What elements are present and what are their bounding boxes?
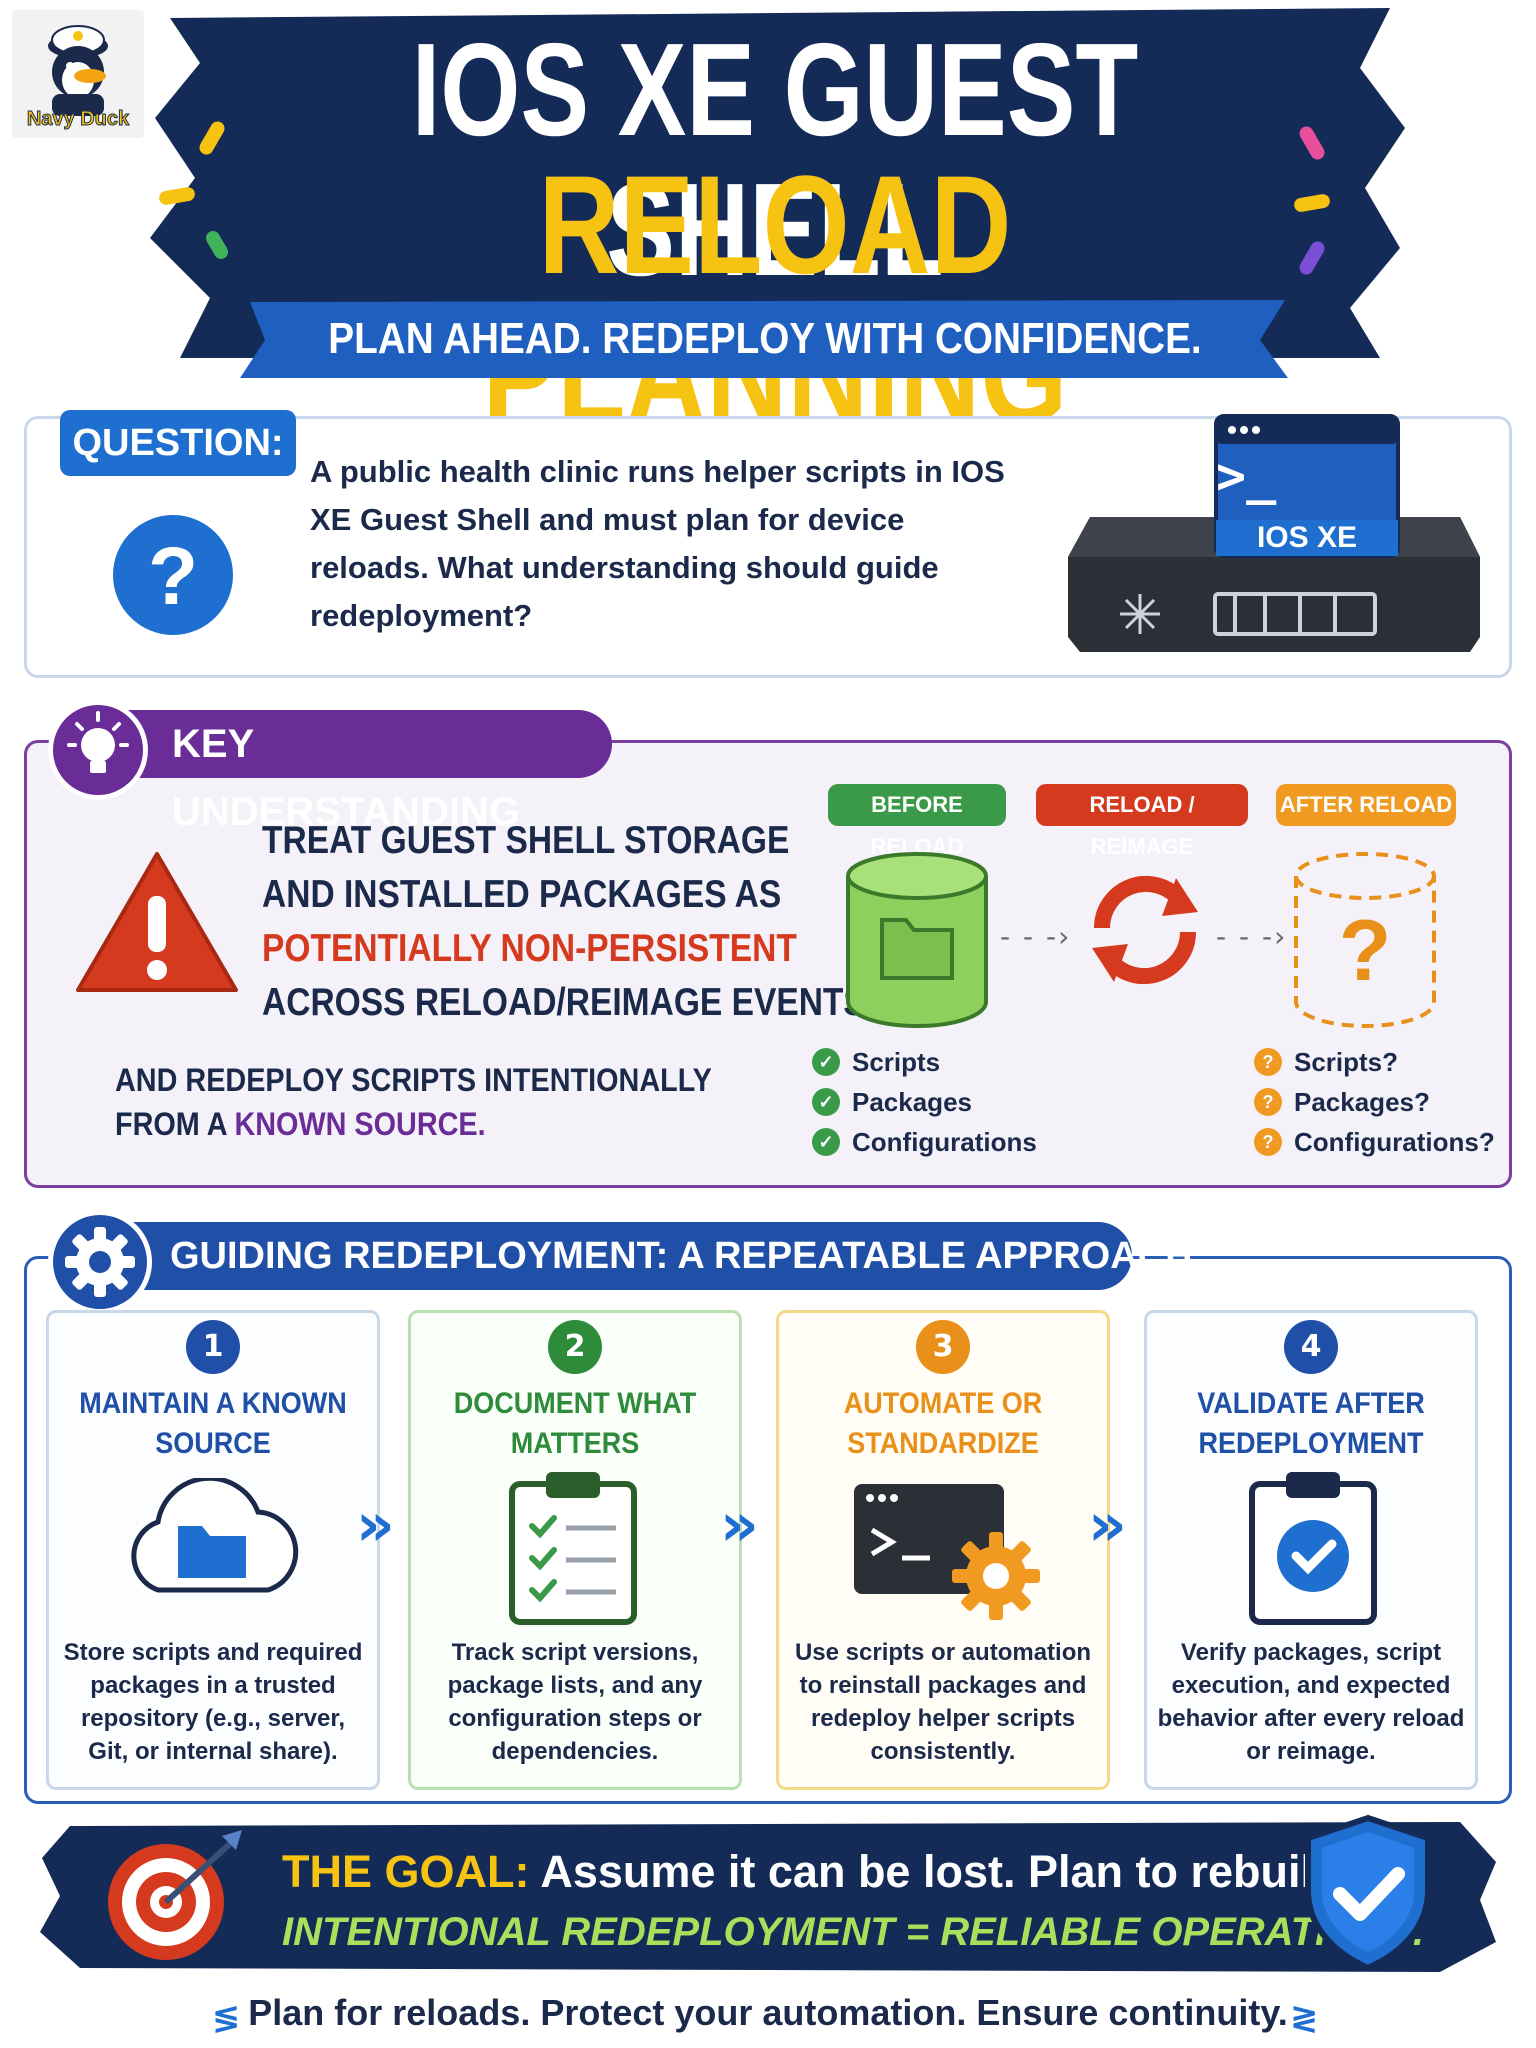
steps-label: GUIDING REDEPLOYMENT: A REPEATABLE APPRO… bbox=[100, 1222, 1193, 1290]
after-item-label: Packages? bbox=[1294, 1087, 1430, 1117]
goal-line: THE GOAL: Assume it can be lost. Plan to… bbox=[282, 1842, 1393, 1902]
step-title-2b: MATTERS bbox=[510, 1427, 640, 1460]
cloud-folder-icon bbox=[131, 1478, 299, 1593]
step-number-2: 2 bbox=[548, 1320, 602, 1374]
footer-deco-left: ≶ bbox=[212, 1998, 241, 2038]
before-item-label: Configurations bbox=[852, 1127, 1037, 1157]
step-desc-3: Use scripts or automation to reinstall p… bbox=[794, 1639, 1092, 1765]
duck-icon bbox=[48, 25, 108, 116]
question-dot-icon: ? bbox=[1254, 1128, 1282, 1156]
before-item: ✓ Scripts bbox=[812, 1042, 1037, 1082]
after-item: ? Configurations? bbox=[1254, 1122, 1495, 1162]
subtitle: PLAN AHEAD. REDEPLOY WITH CONFIDENCE. bbox=[328, 314, 1202, 363]
svg-text:?: ? bbox=[148, 531, 198, 622]
unknown-storage-icon: ? bbox=[1294, 852, 1436, 1028]
question-dot-icon: ? bbox=[1254, 1088, 1282, 1116]
step-title-4b: REDEPLOYMENT bbox=[1198, 1427, 1424, 1460]
step-desc-1: Store scripts and required packages in a… bbox=[63, 1639, 363, 1765]
key-line-1: TREAT GUEST SHELL STORAGE bbox=[262, 819, 790, 862]
footer-deco-right: ≷ bbox=[1290, 1998, 1319, 2038]
gear-badge bbox=[48, 1210, 152, 1314]
question-dot-icon: ? bbox=[1254, 1048, 1282, 1076]
step-title-3b: STANDARDIZE bbox=[847, 1427, 1039, 1460]
question-mark-icon: ? bbox=[113, 515, 233, 635]
after-item: ? Scripts? bbox=[1254, 1042, 1495, 1082]
goal-banner bbox=[40, 1822, 1496, 1972]
confetti-left bbox=[159, 121, 228, 259]
step-desc-2: Track script versions, package lists, an… bbox=[447, 1639, 703, 1765]
reload-cycle-icon bbox=[1092, 875, 1198, 985]
title-banner bbox=[150, 8, 1405, 358]
step-title-3a: AUTOMATE OR bbox=[843, 1387, 1043, 1420]
question-label: QUESTION: bbox=[60, 410, 296, 476]
before-item-label: Packages bbox=[852, 1087, 972, 1117]
clipboard-check-icon bbox=[1249, 1472, 1377, 1625]
svg-text:?: ? bbox=[1339, 903, 1392, 999]
stage-after-pill: AFTER RELOAD bbox=[1276, 784, 1456, 826]
device-label: IOS XE bbox=[1256, 521, 1358, 554]
key-line-4: ACROSS RELOAD/REIMAGE EVENTS bbox=[262, 981, 866, 1024]
arrow-dashed-2: - - -› bbox=[1216, 920, 1288, 953]
footer-text: Plan for reloads. Protect your automatio… bbox=[248, 1992, 1288, 2033]
terminal-prompt: >_ bbox=[1216, 447, 1277, 505]
clipboard-checklist-icon bbox=[509, 1472, 637, 1625]
step-desc-4: Verify packages, script execution, and e… bbox=[1157, 1639, 1465, 1765]
lightbulb-badge bbox=[48, 700, 148, 800]
logo-text: Navy Duck bbox=[26, 108, 130, 131]
after-list: ? Scripts? ? Packages? ? Configurations? bbox=[1254, 1042, 1495, 1162]
step-arrow-2: » bbox=[720, 1490, 759, 1560]
key-understanding-label: KEY UNDERSTANDING bbox=[100, 710, 612, 834]
before-item: ✓ Packages bbox=[812, 1082, 1037, 1122]
shield-check-icon bbox=[1305, 1814, 1431, 1972]
step-title-1b: SOURCE bbox=[155, 1427, 271, 1460]
step-arrow-3: » bbox=[1088, 1490, 1127, 1560]
check-icon: ✓ bbox=[812, 1048, 840, 1076]
confetti-right bbox=[1294, 126, 1330, 275]
goal-tagline: INTENTIONAL REDEPLOYMENT = RELIABLE OPER… bbox=[282, 1910, 1424, 1954]
step-number-3: 3 bbox=[916, 1320, 970, 1374]
key-sub-highlight: KNOWN SOURCE. bbox=[234, 1106, 486, 1142]
step-title-1a: MAINTAIN A KNOWN bbox=[79, 1387, 347, 1420]
key-sub-line-2: FROM A KNOWN SOURCE. bbox=[115, 1102, 486, 1146]
step-title-4a: VALIDATE AFTER bbox=[1197, 1387, 1425, 1420]
key-sub-line-1: AND REDEPLOY SCRIPTS INTENTIONALLY bbox=[115, 1062, 712, 1098]
storage-cylinder-icon bbox=[846, 852, 988, 1028]
step-number-4: 4 bbox=[1284, 1320, 1338, 1374]
after-item-label: Configurations? bbox=[1294, 1127, 1495, 1157]
before-item-label: Scripts bbox=[852, 1047, 941, 1077]
after-item: ? Packages? bbox=[1254, 1082, 1495, 1122]
step-arrow-1: » bbox=[356, 1490, 395, 1560]
after-item-label: Scripts? bbox=[1294, 1047, 1399, 1077]
navy-duck-logo bbox=[12, 10, 144, 138]
before-item: ✓ Configurations bbox=[812, 1122, 1037, 1162]
key-line-2: AND INSTALLED PACKAGES AS bbox=[262, 873, 782, 916]
step-title-2a: DOCUMENT WHAT bbox=[453, 1387, 697, 1420]
title-line-1: IOS XE GUEST SHELL bbox=[411, 16, 1139, 303]
router-device-icon bbox=[1068, 414, 1480, 652]
subtitle-ribbon bbox=[240, 300, 1288, 378]
lightbulb-icon bbox=[67, 711, 129, 773]
warning-icon bbox=[76, 852, 238, 992]
stage-reload-pill: RELOAD / REIMAGE bbox=[1036, 784, 1248, 859]
question-text: A public health clinic runs helper scrip… bbox=[310, 454, 1005, 633]
check-icon: ✓ bbox=[812, 1088, 840, 1116]
key-line-3: POTENTIALLY NON-PERSISTENT bbox=[262, 927, 797, 970]
check-icon: ✓ bbox=[812, 1128, 840, 1156]
step-number-1: 1 bbox=[186, 1320, 240, 1374]
goal-text: Assume it can be lost. Plan to rebuild i… bbox=[540, 1846, 1393, 1897]
stage-before-pill: BEFORE RELOAD bbox=[828, 784, 1006, 859]
arrow-dashed-1: - - -› bbox=[1000, 920, 1072, 953]
goal-label: THE GOAL: bbox=[282, 1846, 530, 1897]
gear-icon bbox=[65, 1227, 135, 1297]
terminal-gear-icon bbox=[854, 1484, 1040, 1620]
target-icon bbox=[108, 1830, 242, 1960]
before-list: ✓ Scripts ✓ Packages ✓ Configurations bbox=[812, 1042, 1037, 1162]
key-sub-prefix: FROM A bbox=[115, 1106, 235, 1142]
